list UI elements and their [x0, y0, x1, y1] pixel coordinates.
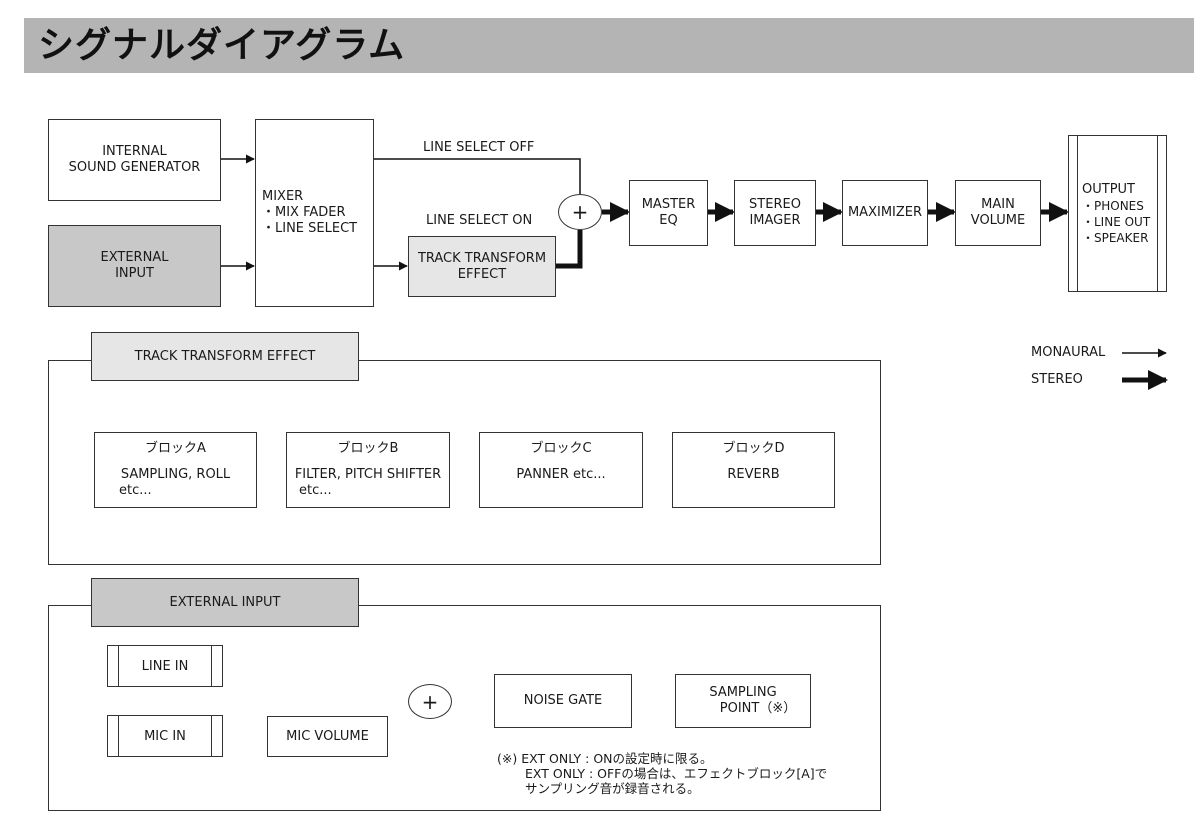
mic-volume-label: MIC VOLUME [286, 728, 369, 744]
ext-label-line-2: INPUT [115, 266, 154, 281]
block-d: ブロックD REVERB [672, 432, 835, 508]
note-line-1: (※) EXT ONLY : ONの設定時に限る。 [497, 751, 713, 766]
output-inner: OUTPUT ・PHONES ・LINE OUT ・SPEAKER [1077, 136, 1158, 291]
sampling-point-line-2: POINT（※） [719, 701, 797, 716]
block-a: ブロックA SAMPLING, ROLL etc... [94, 432, 257, 508]
mic-in-label: MIC IN [118, 716, 212, 756]
block-c: ブロックC PANNER etc... [479, 432, 643, 508]
block-a-title: ブロックA [145, 441, 206, 456]
isg-label-line-2: SOUND GENERATOR [68, 160, 201, 175]
ext-label-line-1: EXTERNAL [100, 250, 169, 265]
output-box: OUTPUT ・PHONES ・LINE OUT ・SPEAKER [1068, 135, 1167, 292]
line-in-label: LINE IN [118, 646, 212, 686]
legend-stereo-label: STEREO [1031, 372, 1083, 387]
output-title: OUTPUT [1082, 181, 1135, 197]
stereo-imager-line-2: IMAGER [749, 213, 801, 228]
noise-gate-label: NOISE GATE [523, 693, 603, 708]
output-item-speaker: ・SPEAKER [1082, 230, 1149, 245]
main-volume-line-2: VOLUME [970, 213, 1026, 228]
block-b-body-line-2: etc... [299, 483, 332, 498]
track-transform-panel-tab: TRACK TRANSFORM EFFECT [91, 332, 359, 381]
title-bar [24, 18, 1194, 73]
master-eq-line-2: EQ [659, 213, 678, 228]
block-d-title: ブロックD [722, 441, 785, 456]
block-b-title: ブロックB [337, 441, 399, 456]
output-item-line-out: ・LINE OUT [1082, 214, 1151, 229]
mixer-box: MIXER ・MIX FADER ・LINE SELECT [255, 119, 374, 307]
master-eq-line-1: MASTER [641, 197, 696, 212]
main-volume-line-1: MAIN [981, 197, 1015, 212]
block-c-body: PANNER etc... [516, 467, 606, 482]
mix-sum-node: + [558, 194, 602, 230]
noise-gate-box: NOISE GATE [494, 674, 632, 728]
stereo-imager-box: STEREO IMAGER [734, 180, 816, 246]
sampling-point-line-1: SAMPLING [709, 685, 777, 700]
block-d-body: REVERB [727, 467, 780, 482]
sampling-point-box: SAMPLING POINT（※） [675, 674, 811, 728]
input-sum-node: + [408, 684, 452, 719]
master-eq-box: MASTER EQ [629, 180, 708, 246]
legend-monaural-label: MONAURAL [1031, 345, 1106, 360]
external-input-box: EXTERNAL INPUT [48, 225, 221, 307]
line-in-box: LINE IN [107, 645, 223, 687]
main-volume-box: MAIN VOLUME [955, 180, 1041, 246]
mixer-item-line-select: ・LINE SELECT [262, 221, 358, 236]
block-a-body-line-1: SAMPLING, ROLL [120, 467, 231, 482]
note-line-2: EXT ONLY : OFFの場合は、エフェクトブロック[A]で [525, 766, 828, 781]
line-select-on-label: LINE SELECT ON [426, 213, 533, 228]
wire-line-select-off [374, 158, 581, 194]
mic-volume-box: MIC VOLUME [267, 716, 388, 757]
internal-sound-generator-box: INTERNAL SOUND GENERATOR [48, 119, 221, 201]
block-b: ブロックB FILTER, PITCH SHIFTER etc... [286, 432, 450, 508]
mic-in-box: MIC IN [107, 715, 223, 757]
track-transform-effect-box: TRACK TRANSFORM EFFECT [408, 236, 556, 297]
tte-label-line-1: TRACK TRANSFORM [417, 250, 547, 266]
block-b-body-line-1: FILTER, PITCH SHIFTER [294, 467, 442, 482]
wire-tte-to-sum [556, 230, 583, 269]
block-a-body-line-2: etc... [119, 483, 152, 498]
stereo-imager-line-1: STEREO [749, 197, 801, 212]
mixer-item-mix-fader: ・MIX FADER [262, 205, 346, 220]
mixer-title: MIXER [262, 189, 304, 204]
block-c-title: ブロックC [530, 441, 592, 456]
tte-label-line-2: EFFECT [457, 266, 507, 282]
output-item-phones: ・PHONES [1082, 198, 1144, 213]
maximizer-label: MAXIMIZER [847, 205, 923, 220]
page-title: シグナルダイアグラム [38, 25, 406, 66]
note-line-3: サンプリング音が録音される。 [525, 781, 700, 796]
maximizer-box: MAXIMIZER [842, 180, 928, 246]
isg-label-line-1: INTERNAL [102, 144, 167, 159]
line-select-off-label: LINE SELECT OFF [423, 140, 535, 155]
external-input-panel-tab: EXTERNAL INPUT [91, 578, 359, 627]
